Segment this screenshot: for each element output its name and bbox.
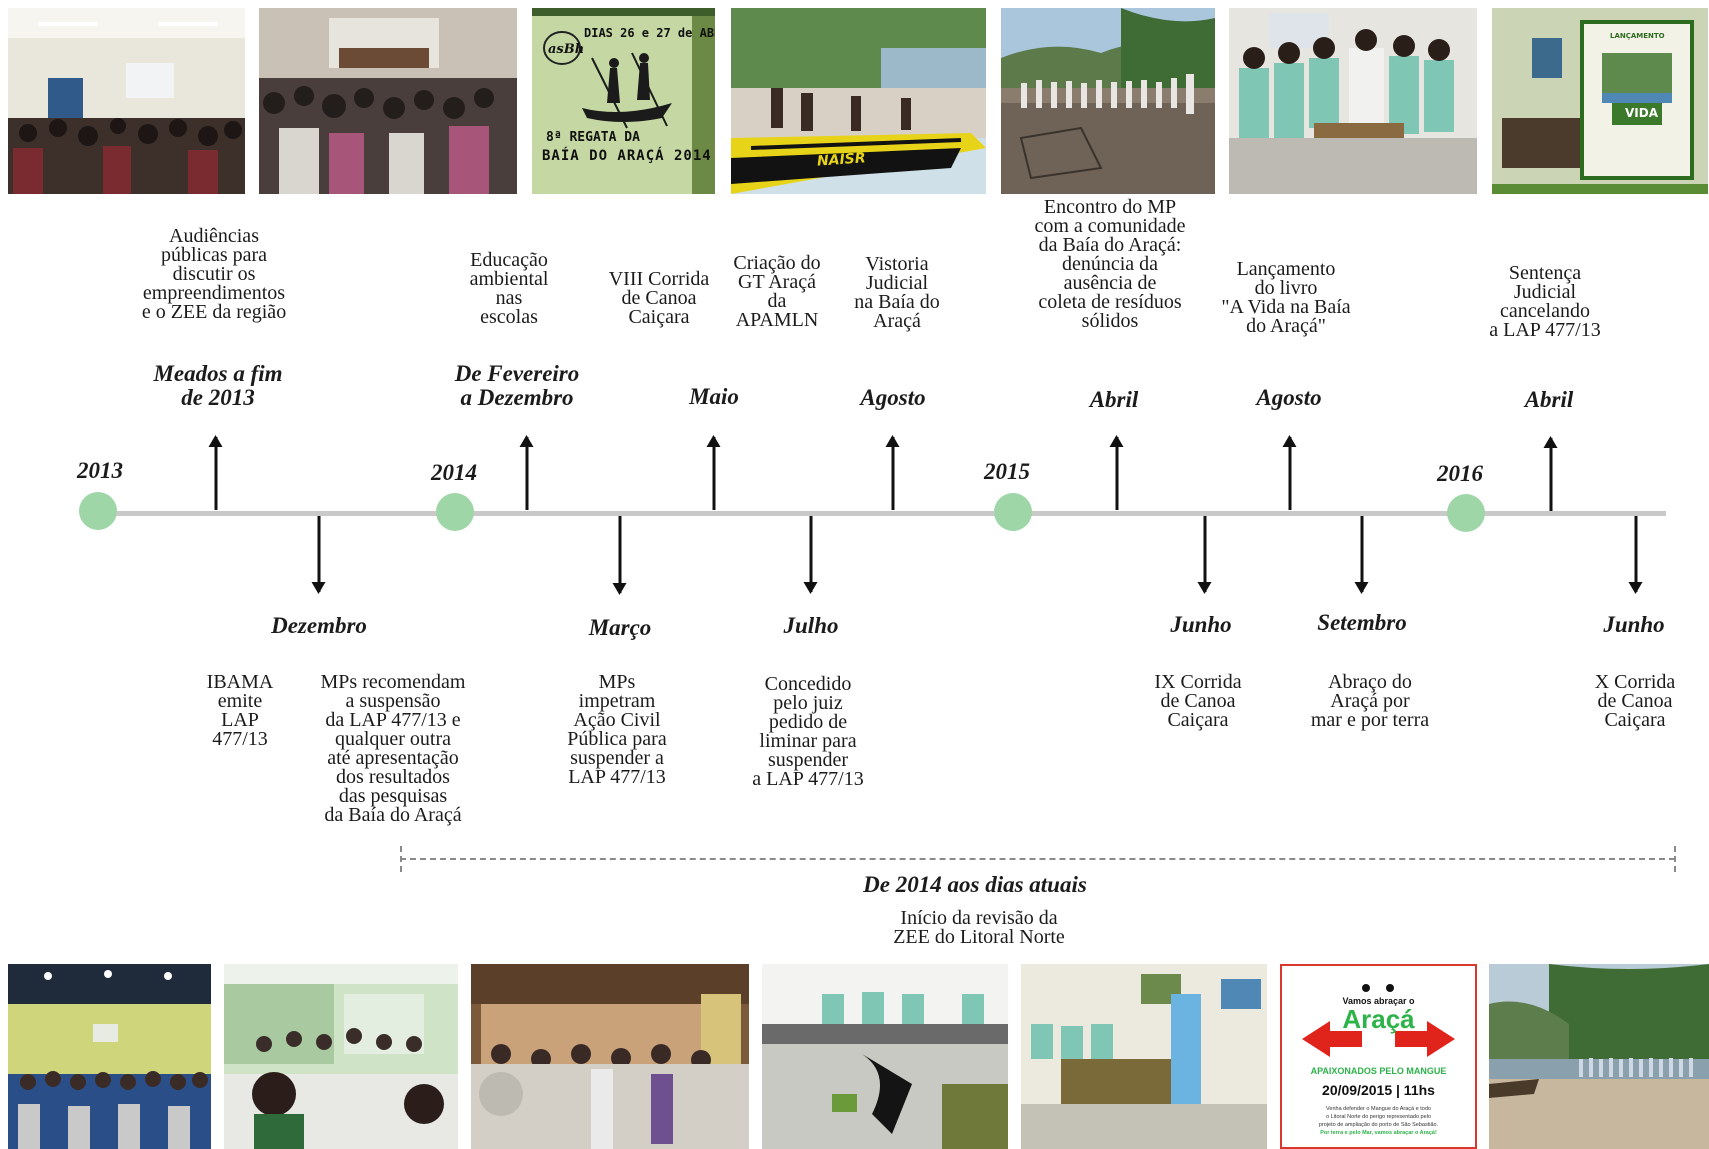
event-label-aug-2015: Agosto [1256,385,1322,410]
arrow-down-jul-2014 [803,516,818,594]
regatta-badge: asBh [548,42,585,57]
event-label-jun-2015: Junho [1170,612,1232,637]
regatta-title-2: BAÍA DO ARAÇÁ 2014 [542,148,712,164]
arrow-up-may-2014 [706,435,721,510]
event-label-jul-2014: Julho [783,613,839,638]
photo-gym-meeting [8,964,211,1149]
poster-date: 20/09/2015 | 11hs [1322,1082,1435,1098]
photo-classroom-map [762,964,1008,1149]
photo-book-launch-poster: LANÇAMENTO VIDA [1492,8,1708,194]
year-2014: 2014 [431,460,477,485]
arrow-up-mid-2013 [208,435,223,510]
arrow-down-jun-2016 [1628,516,1643,594]
event-label-sep-2015: Setembro [1317,610,1407,635]
book-poster-heading: LANÇAMENTO [1610,32,1665,40]
photo-circle-meeting [224,964,458,1149]
poster-body-2: o Litoral Norte do perigo representado p… [1326,1114,1431,1120]
poster-body-4: Por terra e pelo Mar, vamos abraçar o Ar… [1320,1130,1437,1136]
poster-subtitle: Vamos abraçar o [1342,996,1415,1006]
year-marker-2014 [436,493,474,531]
book-poster-title: VIDA [1625,106,1658,120]
arrow-up-feb-2014 [519,435,534,510]
photo-book-students [1229,8,1477,194]
event-label-apr-2016: Abril [1524,387,1574,412]
photo-hug-araca-poster: Vamos abraçar o Araçá APAIXONADOS PELO M… [1280,964,1477,1149]
regatta-dates: DIAS 26 e 27 de ABRIL [584,26,715,40]
arrow-up-aug-2015 [1282,435,1297,510]
poster-body-1: Venha defender o Mangue do Araçá e todo [1326,1106,1431,1112]
photo-community-hall [471,964,749,1149]
span-end-tick [1674,846,1676,872]
event-label-apr-2015: Abril [1089,387,1139,412]
event-label-jun-2016: Junho [1603,612,1665,637]
year-marker-2016 [1447,494,1485,532]
photo-canoe-race: NAISR [731,8,986,194]
photo-mp-meeting-beach [1001,8,1215,194]
event-label-may-2014: Maio [689,384,739,409]
arrow-up-apr-2015 [1109,435,1124,510]
photo-beach-hug [1489,964,1709,1149]
event-label-dec-2013: Dezembro [271,613,367,638]
poster-tagline: APAIXONADOS PELO MANGUE [1310,1066,1447,1076]
arrow-down-jun-2015 [1197,516,1212,594]
regatta-title-1: 8ª REGATA DA [546,130,640,145]
arrow-up-aug-2014 [885,435,900,510]
photo-classroom-model [1021,964,1267,1149]
arrow-down-dec-2013 [311,516,326,594]
event-label-aug-2014: Agosto [860,385,926,410]
span-dashed-line [400,858,1675,860]
poster-body-3: projeto de ampliação do porto de São Seb… [1318,1122,1439,1128]
year-2013: 2013 [77,458,123,483]
year-2015: 2015 [984,459,1030,484]
event-label-mar-2014: Março [588,615,652,640]
timeline-axis [92,511,1666,516]
arrow-down-mar-2014 [612,516,627,595]
arrow-down-sep-2015 [1354,516,1369,594]
poster-title: Araçá [1342,1004,1415,1034]
year-marker-2015 [994,493,1032,531]
year-marker-2013 [79,492,117,530]
photo-public-hearing-2 [259,8,517,194]
photo-regatta-banner: asBh DIAS 26 e 27 de ABRIL 8ª REGATA DA … [532,8,715,194]
span-label: De 2014 aos dias atuais [863,872,1087,897]
photo-public-hearing-1 [8,8,245,194]
canoe-brand: NAISR [816,150,867,170]
arrow-up-apr-2016 [1543,436,1558,511]
year-2016: 2016 [1437,461,1483,486]
